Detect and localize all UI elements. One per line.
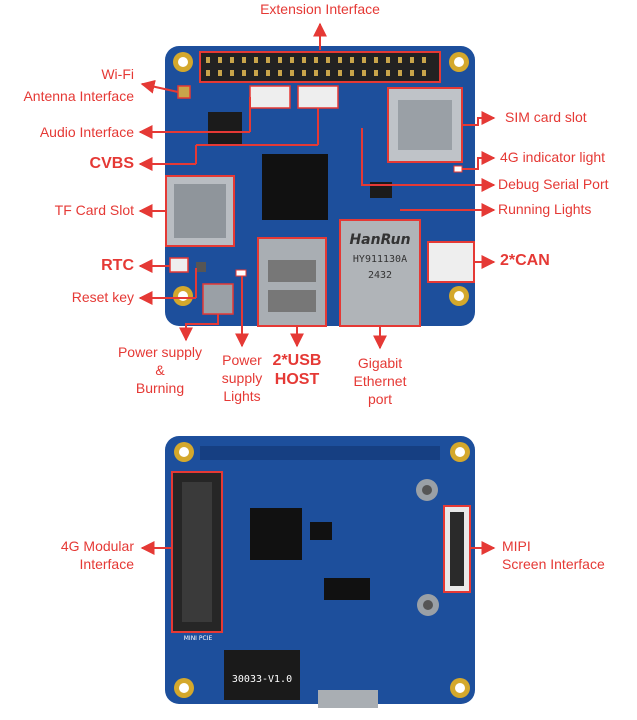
label-ethernet-line3: port <box>367 391 393 407</box>
label-running-lights: Running Lights <box>498 201 592 217</box>
line-sim <box>462 111 496 126</box>
soc-chip <box>262 154 328 220</box>
board-version-silk: 30033-V1.0 <box>232 674 292 685</box>
header-pads-bottom <box>200 446 440 460</box>
mini-pcie-silk: MINI PCIE <box>184 635 213 642</box>
label-wifi-line1: Wi-Fi <box>101 66 134 82</box>
hanrun-model: HY911130A <box>353 254 407 265</box>
audio-jack-upper-hole <box>422 485 432 495</box>
label-cvbs: CVBS <box>89 155 134 172</box>
label-mipi-line2: Screen Interface <box>502 556 605 572</box>
sim-card-tray <box>398 100 452 150</box>
label-power-lights-line3: Lights <box>223 388 261 404</box>
label-usb-line1: 2*USB <box>272 352 322 369</box>
label-power-supply-line2: & <box>155 362 165 378</box>
audio-codec-chip <box>208 112 242 146</box>
label-4g-module-line2: Interface <box>79 556 134 572</box>
usb-port-lower <box>268 290 316 312</box>
label-can: 2*CAN <box>500 252 550 269</box>
usb-c-port <box>202 283 234 315</box>
line-debug <box>361 128 496 192</box>
line-wifi <box>140 79 179 94</box>
ethernet-port <box>339 219 421 327</box>
mounting-holes-bottom <box>174 442 470 698</box>
line-power-supply <box>179 314 219 342</box>
label-power-supply-line3: Burning <box>135 380 185 396</box>
label-audio-interface: Audio Interface <box>39 124 134 140</box>
label-4g-module-line1: 4G Modular <box>60 538 134 554</box>
label-wifi-line2: Antenna Interface <box>23 88 134 104</box>
audio-jack-lower-hole <box>423 600 433 610</box>
4g-indicator-led <box>453 165 463 173</box>
4g-module-slot-inner <box>182 482 212 622</box>
emmc-chip <box>250 508 302 560</box>
extension-header <box>199 51 441 83</box>
line-4g-indicator <box>462 151 496 170</box>
small-chip <box>310 522 332 540</box>
label-mipi-line1: MIPI <box>502 538 531 554</box>
rtc-connector <box>169 257 189 273</box>
hanrun-code: 2432 <box>368 270 392 281</box>
cvbs-connector <box>297 85 339 109</box>
can-connector <box>427 241 475 283</box>
mipi-connector-inner <box>450 512 464 586</box>
usb-shield-bottom <box>224 650 300 700</box>
ram-chip <box>324 578 370 600</box>
bottom-board: MINI PCIE 30033-V1.0 <box>165 436 475 708</box>
label-power-lights-line2: supply <box>221 370 263 386</box>
label-ethernet-line1: Gigabit <box>357 355 403 371</box>
label-tf-card-slot: TF Card Slot <box>54 202 134 218</box>
label-rtc: RTC <box>101 257 134 274</box>
label-ethernet-line2: Ethernet <box>353 373 407 389</box>
label-sim-card-slot: SIM card slot <box>505 109 587 125</box>
label-power-supply-line1: Power supply <box>117 344 203 360</box>
top-board: HanRun HY911130A 2432 <box>165 46 475 327</box>
reset-button <box>196 262 206 272</box>
usb-port-upper <box>268 260 316 282</box>
ethernet-shield-bottom <box>318 690 378 708</box>
audio-connector <box>249 85 291 109</box>
label-reset-key: Reset key <box>71 289 134 305</box>
tf-card-tray <box>174 184 226 238</box>
label-usb-line2: HOST <box>274 371 320 388</box>
label-extension-interface: Extension Interface <box>260 1 380 17</box>
label-power-lights-line1: Power <box>222 352 262 368</box>
label-debug-serial: Debug Serial Port <box>498 176 609 192</box>
label-4g-indicator: 4G indicator light <box>500 149 606 165</box>
annotation-lines <box>138 22 496 555</box>
hanrun-brand: HanRun <box>349 232 410 248</box>
wifi-antenna-connector <box>177 85 191 99</box>
power-led <box>235 269 247 277</box>
